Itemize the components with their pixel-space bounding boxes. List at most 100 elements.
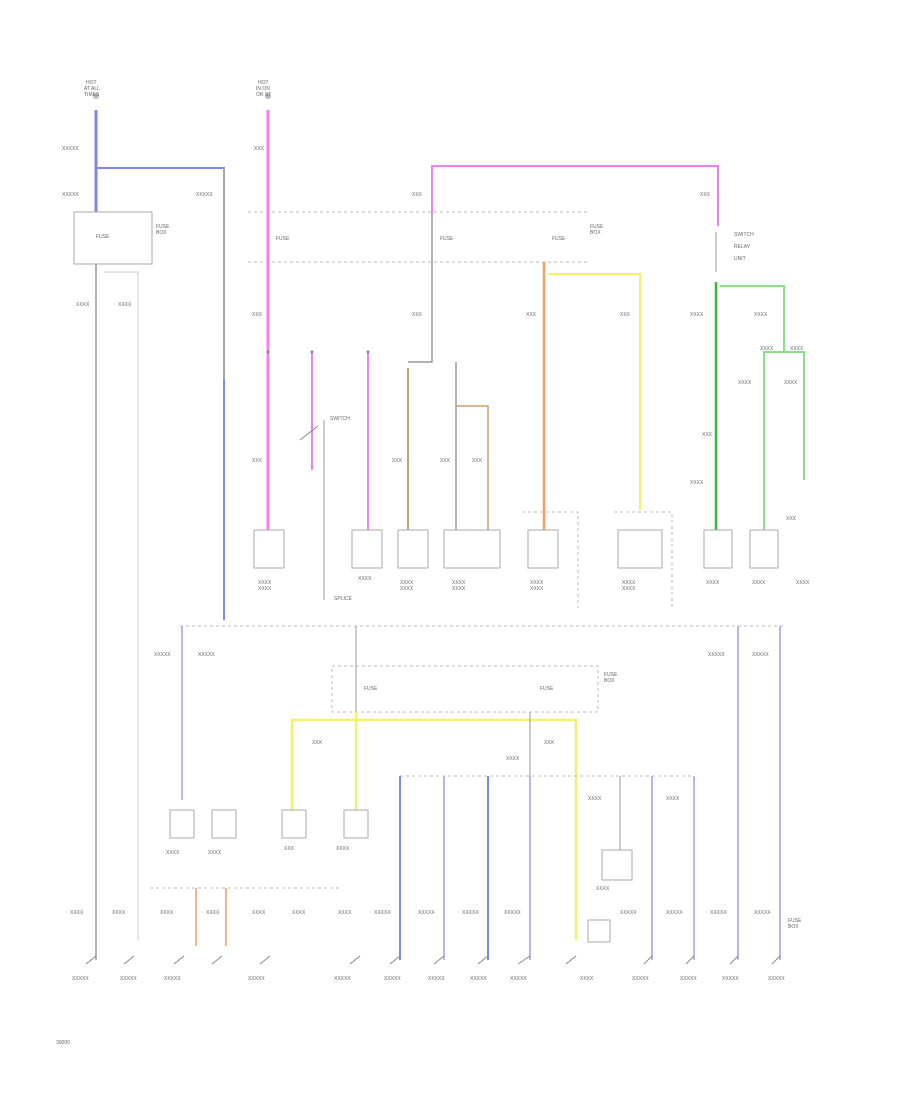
svg-text:XXX: XXX — [472, 458, 483, 464]
svg-text:XXXXX: XXXXX — [620, 910, 637, 916]
svg-text:XXX: XXX — [544, 740, 555, 746]
svg-text:XXX: XXX — [702, 432, 713, 438]
svg-text:BOX: BOX — [590, 230, 601, 236]
svg-text:HOT: HOT — [86, 80, 97, 86]
svg-text:IN ON: IN ON — [256, 86, 270, 92]
svg-text:XXXXX: XXXXX — [632, 976, 649, 982]
svg-text:XXXX: XXXX — [796, 580, 810, 586]
wire-gray-left-2 — [104, 271, 139, 940]
svg-text:FUSE: FUSE — [552, 236, 566, 242]
svg-text:XXX: XXX — [700, 192, 711, 198]
fuse-box-left — [73, 211, 153, 265]
svg-text:XXX: XXX — [312, 740, 323, 746]
fuse-box-lower — [331, 665, 599, 713]
svg-text:XXXXX: XXXXX — [710, 910, 727, 916]
svg-text:XXXXX: XXXXX — [334, 976, 351, 982]
svg-text:XXXX: XXXX — [690, 480, 704, 486]
wire-yellow-lower — [290, 712, 358, 810]
svg-text:XXXXX: XXXXX — [164, 976, 181, 982]
svg-text:AT ALL: AT ALL — [84, 86, 100, 92]
svg-text:XXX: XXX — [392, 458, 403, 464]
svg-text:XXXXX: XXXXX — [62, 146, 79, 152]
svg-text:XXXX: XXXX — [784, 380, 798, 386]
component-group-bracket — [522, 511, 579, 608]
svg-text:XXX: XXX — [252, 458, 263, 464]
svg-text:XXXXX: XXXXX — [462, 910, 479, 916]
svg-text:XXXX: XXXX — [530, 580, 544, 586]
svg-text:XXXXX: XXXXX — [470, 976, 487, 982]
svg-text:XXXXX: XXXXX — [418, 910, 435, 916]
hot-in-on-terminal — [265, 93, 271, 99]
svg-text:BOX: BOX — [788, 924, 799, 930]
svg-text:XXXXX: XXXXX — [198, 652, 215, 658]
svg-text:FUSE: FUSE — [364, 686, 378, 692]
wire-yellow-right — [548, 273, 641, 510]
component-4 — [443, 529, 501, 569]
svg-text:XXXX: XXXX — [400, 580, 414, 586]
svg-text:HOT: HOT — [258, 80, 269, 86]
svg-text:XXXX: XXXX — [208, 850, 222, 856]
svg-text:XXX: XXX — [254, 146, 265, 152]
svg-text:XXXXX: XXXXX — [428, 976, 445, 982]
svg-text:SPLICE: SPLICE — [334, 596, 352, 602]
svg-text:FUSE: FUSE — [540, 686, 554, 692]
svg-text:XXX: XXX — [526, 312, 537, 318]
component-group-bracket-2 — [614, 511, 673, 608]
svg-text:XXXX: XXXX — [622, 586, 636, 592]
wire-light-green-2 — [784, 351, 805, 480]
svg-text:XXXXX: XXXXX — [754, 910, 771, 916]
svg-text:XXXX: XXXX — [588, 796, 602, 802]
svg-text:FUSE: FUSE — [604, 672, 618, 678]
svg-text:XXXXX: XXXXX — [708, 652, 725, 658]
svg-text:XXXX: XXXX — [706, 580, 720, 586]
wire-yellow-lower-2 — [356, 718, 578, 940]
svg-text:XXXX: XXXX — [70, 910, 84, 916]
svg-text:XXXX: XXXX — [252, 910, 266, 916]
svg-text:XXXXX: XXXXX — [504, 910, 521, 916]
svg-text:XXXX: XXXX — [112, 910, 126, 916]
svg-text:XXXX: XXXX — [760, 346, 774, 352]
switch-blade — [299, 425, 319, 441]
component-3 — [397, 529, 429, 569]
svg-text:XXXXX: XXXXX — [62, 192, 79, 198]
svg-text:XXX: XXX — [284, 846, 295, 852]
svg-text:XXXXX: XXXXX — [72, 976, 89, 982]
svg-text:FUSE: FUSE — [440, 236, 454, 242]
svg-text:XXXX: XXXX — [292, 910, 306, 916]
svg-text:BOX: BOX — [156, 230, 167, 236]
svg-text:XXXX: XXXX — [452, 586, 466, 592]
svg-text:XXXX: XXXX — [752, 580, 766, 586]
component-5 — [527, 529, 559, 569]
svg-text:FUSE: FUSE — [276, 236, 290, 242]
svg-text:XXXX: XXXX — [160, 910, 174, 916]
svg-text:XXXX: XXXX — [754, 312, 768, 318]
svg-text:SWITCH: SWITCH — [734, 232, 754, 238]
component-6 — [617, 529, 663, 569]
svg-text:XXX: XXX — [440, 458, 451, 464]
svg-text:XXXXX: XXXXX — [248, 976, 265, 982]
svg-text:BOX: BOX — [604, 678, 615, 684]
svg-text:XXX: XXX — [412, 312, 423, 318]
bottom-switch-row — [85, 919, 781, 965]
wire-tan-2 — [456, 405, 489, 530]
svg-text:XXXX: XXXX — [738, 380, 752, 386]
svg-text:XXX: XXX — [786, 516, 797, 522]
component-1 — [253, 529, 285, 569]
svg-text:XXXX: XXXX — [258, 586, 272, 592]
svg-text:XXXXX: XXXXX — [120, 976, 137, 982]
svg-text:XXX: XXX — [252, 312, 263, 318]
svg-text:XXXX: XXXX — [596, 886, 610, 892]
wire-pink-top-loop — [431, 165, 719, 226]
lower-blue-drops — [399, 776, 695, 960]
svg-text:XXX: XXX — [620, 312, 631, 318]
component-2 — [351, 529, 383, 569]
svg-text:XXXX: XXXX — [166, 850, 180, 856]
svg-text:XXX: XXX — [412, 192, 423, 198]
hot-at-all-times-terminal — [93, 93, 99, 99]
svg-text:RELAY: RELAY — [734, 244, 751, 250]
svg-text:XXXXX: XXXXX — [374, 910, 391, 916]
component-labels-bottom: XXXXX XXXXX XXXXX XXXXX XXXXX XXXXX XXXXX XX… — [72, 976, 785, 982]
